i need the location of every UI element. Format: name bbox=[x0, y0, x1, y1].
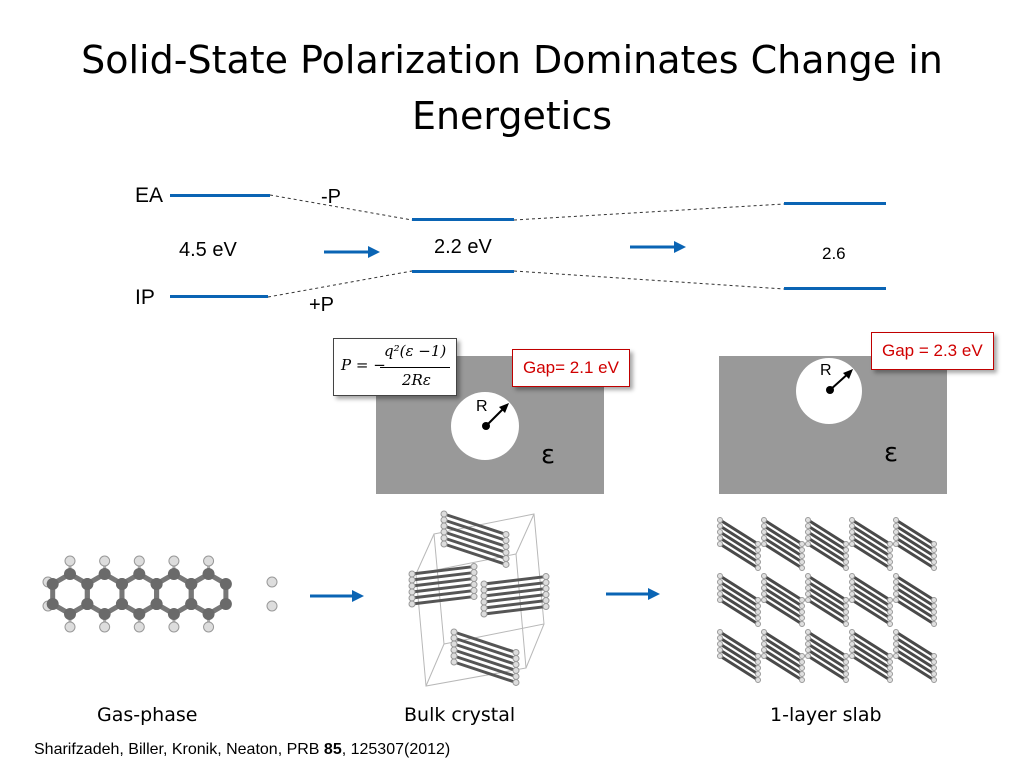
bulk-ip-level bbox=[412, 270, 514, 273]
slab-gap-label: 2.6 bbox=[822, 244, 846, 263]
slab-radius-label: R bbox=[820, 362, 832, 379]
bulk-crystal-image bbox=[408, 510, 550, 687]
gas-phase-molecule-image bbox=[42, 555, 278, 633]
radius-arrow-icon bbox=[482, 403, 509, 430]
arrow-icon bbox=[630, 241, 686, 253]
gas-ea-level bbox=[170, 194, 270, 197]
arrow-icon bbox=[310, 590, 364, 602]
slab-gap-box: Gap = 2.3 eV bbox=[871, 332, 994, 370]
bulk-gap-label: 2.2 eV bbox=[434, 236, 492, 258]
slide-title: Solid-State Polarization Dominates Chang… bbox=[81, 38, 943, 138]
slab-ea-level bbox=[784, 202, 886, 205]
citation-authors: Sharifzadeh, Biller, Kronik, Neaton, PRB bbox=[34, 741, 324, 758]
bulk-radius-label: R bbox=[476, 398, 488, 415]
minus-p-label: -P bbox=[321, 186, 341, 208]
bulk-gap-box: Gap= 2.1 eV bbox=[512, 349, 630, 387]
bulk-epsilon-label: ε bbox=[541, 440, 556, 470]
slab-image bbox=[717, 517, 937, 683]
polarization-formula: P = − q²(ε −1) 2Rε bbox=[333, 338, 457, 396]
ip-label: IP bbox=[135, 286, 155, 309]
arrow-icon bbox=[324, 246, 380, 258]
slab-ip-level bbox=[784, 287, 886, 290]
gas-ip-level bbox=[170, 295, 268, 298]
slab-caption: 1-layer slab bbox=[770, 704, 882, 726]
citation: Sharifzadeh, Biller, Kronik, Neaton, PRB… bbox=[34, 741, 450, 759]
plus-p-label: +P bbox=[309, 294, 335, 316]
gas-phase-caption: Gas-phase bbox=[97, 704, 198, 726]
citation-volume: 85 bbox=[323, 741, 342, 758]
bulk-crystal-caption: Bulk crystal bbox=[404, 704, 516, 726]
formula-lhs: P = − bbox=[341, 356, 386, 374]
gas-gap-label: 4.5 eV bbox=[179, 239, 237, 261]
ea-label: EA bbox=[135, 184, 164, 207]
formula-fraction-bar bbox=[380, 367, 450, 368]
bulk-ea-level bbox=[412, 218, 514, 221]
slab-epsilon-label: ε bbox=[884, 438, 899, 468]
formula-denominator: 2Rε bbox=[402, 371, 431, 389]
formula-numerator: q²(ε −1) bbox=[384, 342, 447, 360]
arrow-icon bbox=[606, 588, 660, 600]
radius-arrow-icon bbox=[826, 369, 853, 394]
citation-rest: , 125307(2012) bbox=[341, 741, 451, 758]
